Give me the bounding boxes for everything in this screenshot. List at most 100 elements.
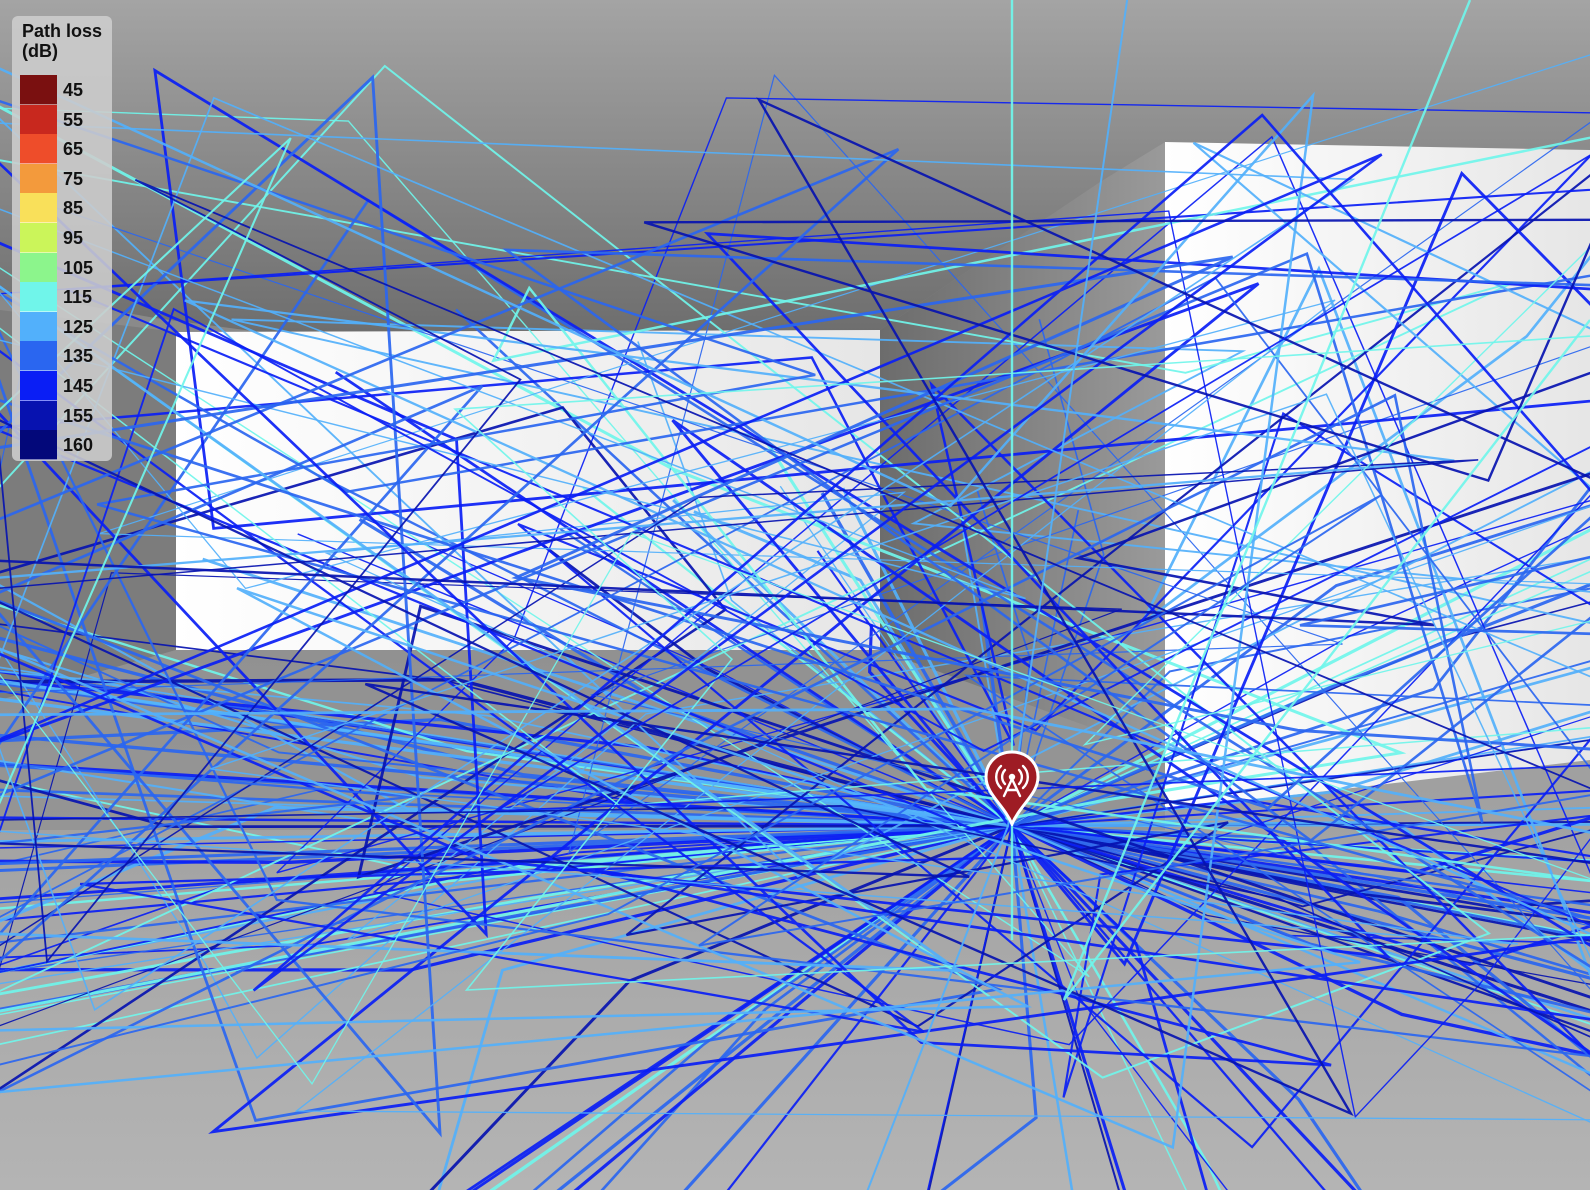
legend-swatch <box>20 311 57 342</box>
legend-swatch <box>20 134 57 165</box>
ray-path <box>0 232 1590 959</box>
ray-path <box>0 825 1013 1045</box>
ray-path <box>466 824 1013 1190</box>
ray-path <box>0 178 1590 964</box>
ray-path <box>1011 824 1208 1190</box>
legend-label: 155 <box>63 405 94 426</box>
legend-swatch <box>20 430 57 461</box>
ray-path <box>502 248 1590 843</box>
ray-path <box>0 299 1590 936</box>
ray-path <box>927 825 1013 1190</box>
ray-path <box>940 825 1038 1190</box>
ray-path <box>0 208 1026 600</box>
ray-path <box>589 346 1590 927</box>
ray-path <box>779 485 1013 827</box>
legend-swatch <box>20 341 57 372</box>
ray-path <box>356 472 1590 999</box>
ray-path <box>868 624 1014 828</box>
legend-title: Path loss (dB) <box>22 21 112 61</box>
right-room-wall <box>1165 142 1590 810</box>
ray-path <box>0 122 1356 1012</box>
ray-path <box>556 824 1014 1190</box>
legend-swatch <box>20 193 57 224</box>
ray-path <box>0 824 1013 910</box>
legend-label: 95 <box>63 228 84 248</box>
ray-path <box>0 707 1590 834</box>
legend-swatch <box>20 400 57 431</box>
ray-path <box>0 282 1590 1134</box>
ray-path <box>1011 825 1187 1190</box>
ray-path <box>1140 255 1590 978</box>
ray-path <box>0 241 488 938</box>
ray-path <box>1010 825 1074 1190</box>
ray-path <box>600 824 1013 1190</box>
ray-path <box>866 0 1129 1190</box>
ray-path <box>1062 0 1590 1001</box>
ray-path <box>816 550 1013 827</box>
ray-path <box>0 494 1590 1066</box>
legend-label: 135 <box>63 346 94 367</box>
ray-path <box>0 255 1590 751</box>
legend-label: 55 <box>63 109 84 130</box>
legend-label: 145 <box>63 376 94 396</box>
legend-swatch <box>20 163 57 194</box>
ray-path <box>1192 141 1590 489</box>
ray-path <box>0 64 1492 1079</box>
ray-path <box>453 335 1590 991</box>
ray-path <box>491 136 1590 882</box>
legend-swatch <box>20 252 57 283</box>
ray-path <box>1011 660 1590 827</box>
transmitter-marker[interactable] <box>984 750 1040 828</box>
ray-path <box>0 459 1479 947</box>
ray-path <box>0 207 1343 694</box>
legend-swatch <box>20 75 57 105</box>
ray-path <box>643 218 1590 482</box>
middle-pillar <box>880 142 1165 755</box>
ray-path <box>1010 824 1357 1190</box>
ray-path <box>671 170 1590 1055</box>
ray-path <box>963 674 1590 1092</box>
ray-path <box>0 697 1013 828</box>
ray-path <box>726 825 1013 1190</box>
ray-path <box>1011 824 1590 1013</box>
legend-label: 45 <box>63 80 84 100</box>
ray-path <box>372 135 1590 1046</box>
legend-swatch <box>20 223 57 253</box>
ray-path <box>0 399 1590 810</box>
legend-label: 160 <box>63 435 94 456</box>
ray-path <box>1299 555 1590 636</box>
ray-path <box>0 292 1590 1121</box>
transmitter-tower-icon <box>984 750 1040 828</box>
ray-path <box>0 162 1590 1067</box>
legend-label: 65 <box>63 139 84 160</box>
ray-path <box>0 96 1590 678</box>
legend-label: 125 <box>63 316 94 337</box>
ray-path <box>0 556 1590 1060</box>
ray-path <box>0 251 1484 1093</box>
legend-label: 105 <box>63 257 94 278</box>
ray-path <box>437 824 1013 1190</box>
ray-path <box>0 371 1590 627</box>
ray-path <box>0 307 1590 833</box>
ray-path <box>0 210 1590 1119</box>
ray-path <box>0 805 1590 1038</box>
legend-label: 75 <box>63 168 84 189</box>
legend-swatch <box>20 282 57 313</box>
legend-title-line1: Path loss <box>22 21 103 41</box>
ray-path <box>1011 583 1590 828</box>
ray-path <box>0 393 1590 959</box>
ray-path <box>1011 789 1590 828</box>
ray-path <box>0 356 1590 1057</box>
ray-path <box>0 779 1013 829</box>
ray-path <box>0 584 1013 828</box>
ray-path <box>1011 825 1590 1025</box>
ray-path <box>1011 504 1590 828</box>
ray-path <box>0 349 1041 1033</box>
legend-swatch <box>20 104 57 135</box>
ceiling-surface <box>0 0 1590 332</box>
ray-path <box>1011 825 1326 1190</box>
ray-path <box>0 330 1590 1058</box>
ray-path <box>0 384 484 936</box>
